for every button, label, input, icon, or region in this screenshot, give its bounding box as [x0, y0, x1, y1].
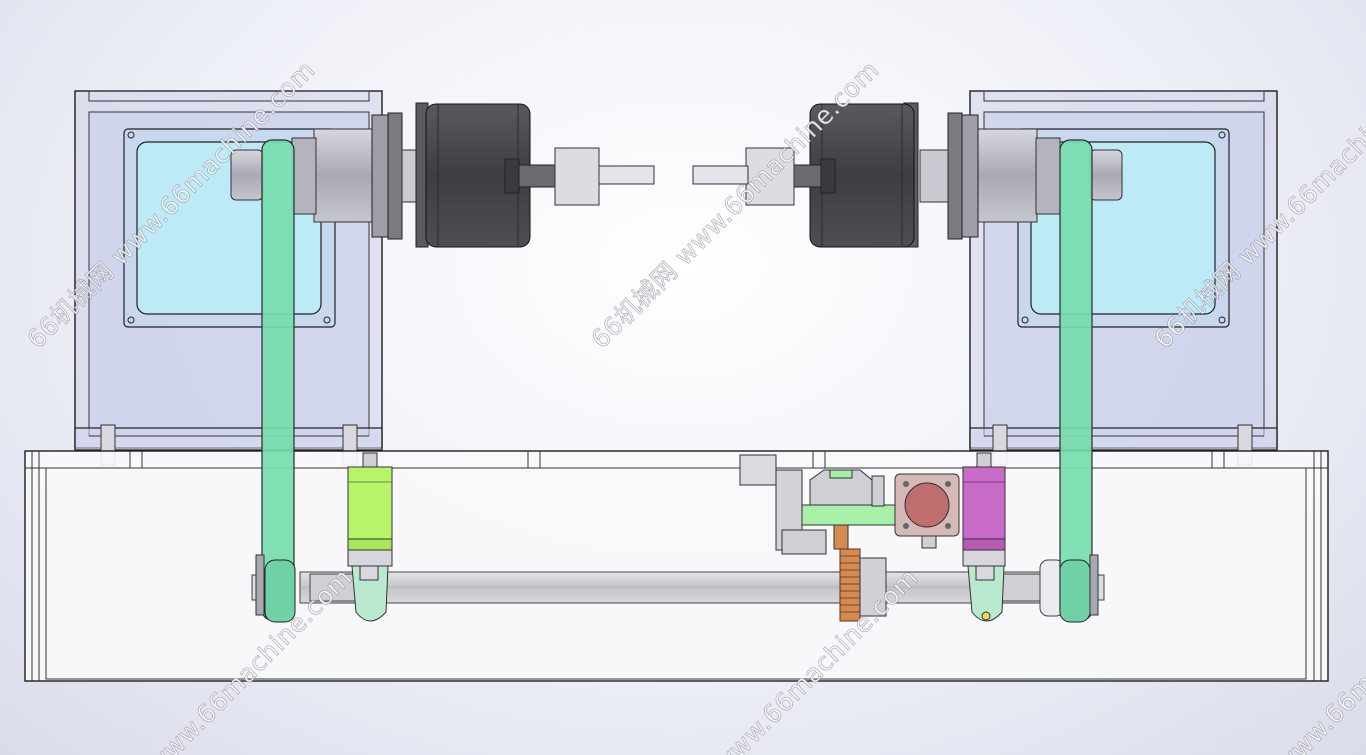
right-motor-hub [976, 128, 1038, 223]
left-housing [74, 90, 383, 466]
servo-motor-face [904, 482, 950, 528]
left-bearing-unit [347, 452, 393, 622]
right-drive-belt [1059, 139, 1093, 621]
right-bearing-block [962, 466, 1006, 540]
right-belt-drive [1059, 139, 1099, 623]
gear-rack [839, 548, 861, 622]
left-drive-belt [261, 139, 295, 621]
center-adjust-mechanism [739, 454, 960, 622]
base-frame [24, 450, 1329, 682]
left-roller-assembly [371, 102, 655, 248]
left-bearing-block [347, 466, 393, 540]
right-lower-pulley [1059, 559, 1091, 623]
right-roller-assembly [692, 102, 979, 248]
right-bearing-unit [962, 452, 1006, 622]
left-motor-hub [313, 128, 375, 223]
lower-drive-shaft [251, 559, 1105, 617]
left-shaft-end [598, 165, 655, 185]
left-coupling [518, 164, 556, 188]
right-pulley-hub [1089, 149, 1123, 201]
linear-guide-bracket [801, 504, 899, 526]
left-belt-drive [255, 139, 296, 623]
left-lower-pulley [264, 559, 296, 623]
left-pulley-hub [230, 149, 264, 201]
right-shaft-end [692, 165, 749, 185]
right-housing [969, 90, 1278, 466]
